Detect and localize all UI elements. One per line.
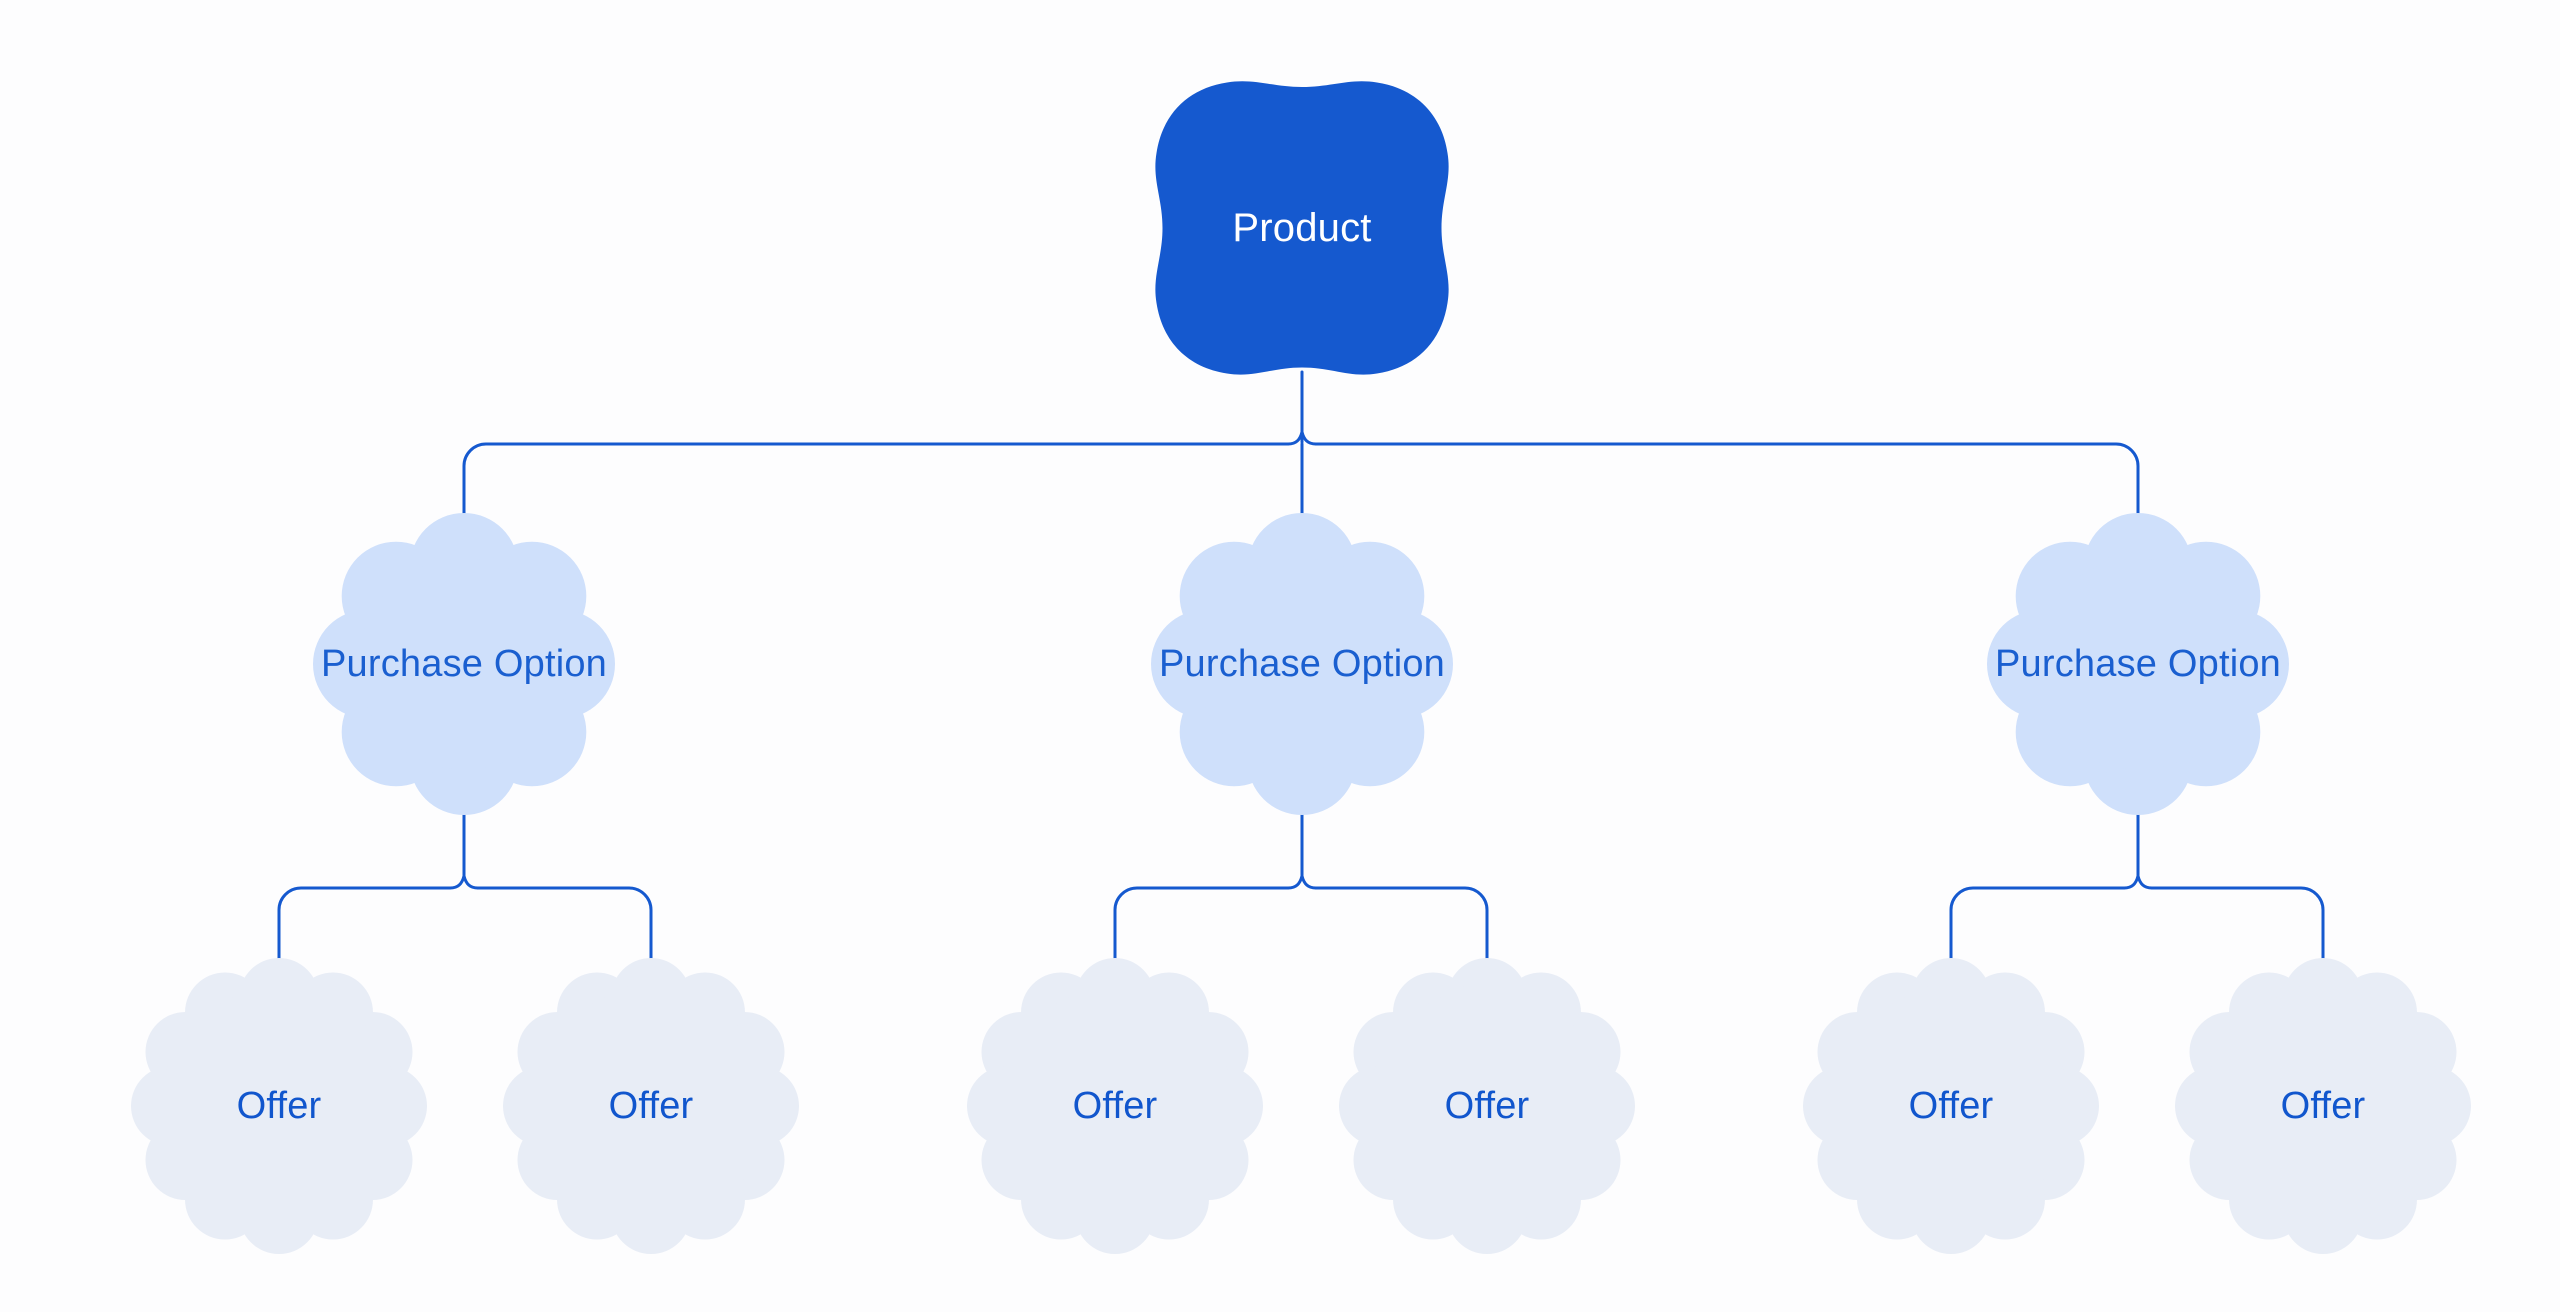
node-offer-3-label: Offer bbox=[1072, 1084, 1158, 1127]
node-offer-6[interactable]: Offer bbox=[2175, 958, 2471, 1254]
node-offer-2-label: Offer bbox=[608, 1084, 694, 1127]
node-product[interactable]: Product bbox=[1152, 78, 1452, 378]
node-product-label: Product bbox=[1232, 205, 1372, 250]
purchase-option-flower-shape bbox=[1987, 513, 2289, 815]
product-blob-shape bbox=[1155, 81, 1449, 375]
node-offer-5-label: Offer bbox=[1908, 1084, 1994, 1127]
purchase-option-flower-shape bbox=[313, 513, 615, 815]
connector-option1-to-offers bbox=[277, 810, 653, 964]
offer-scallop-shape bbox=[503, 958, 799, 1254]
node-offer-3[interactable]: Offer bbox=[967, 958, 1263, 1254]
node-purchase-option-3-label: Purchase Option bbox=[1994, 642, 2282, 685]
connector-product-to-options bbox=[462, 370, 2140, 522]
offer-scallop-shape bbox=[967, 958, 1263, 1254]
offer-scallop-shape bbox=[1339, 958, 1635, 1254]
connector-option2-to-offers bbox=[1113, 810, 1489, 964]
node-purchase-option-2[interactable]: Purchase Option bbox=[1151, 513, 1453, 815]
node-offer-2[interactable]: Offer bbox=[503, 958, 799, 1254]
node-purchase-option-3[interactable]: Purchase Option bbox=[1987, 513, 2289, 815]
node-offer-1-label: Offer bbox=[236, 1084, 322, 1127]
connector-option3-to-offers bbox=[1949, 810, 2325, 964]
node-offer-5[interactable]: Offer bbox=[1803, 958, 2099, 1254]
node-purchase-option-1[interactable]: Purchase Option bbox=[313, 513, 615, 815]
offer-scallop-shape bbox=[2175, 958, 2471, 1254]
offer-scallop-shape bbox=[131, 958, 427, 1254]
node-purchase-option-1-label: Purchase Option bbox=[320, 642, 608, 685]
node-offer-6-label: Offer bbox=[2280, 1084, 2366, 1127]
purchase-option-flower-shape bbox=[1151, 513, 1453, 815]
node-purchase-option-2-label: Purchase Option bbox=[1158, 642, 1446, 685]
offer-scallop-shape bbox=[1803, 958, 2099, 1254]
node-offer-4-label: Offer bbox=[1444, 1084, 1530, 1127]
node-offer-1[interactable]: Offer bbox=[131, 958, 427, 1254]
node-offer-4[interactable]: Offer bbox=[1339, 958, 1635, 1254]
